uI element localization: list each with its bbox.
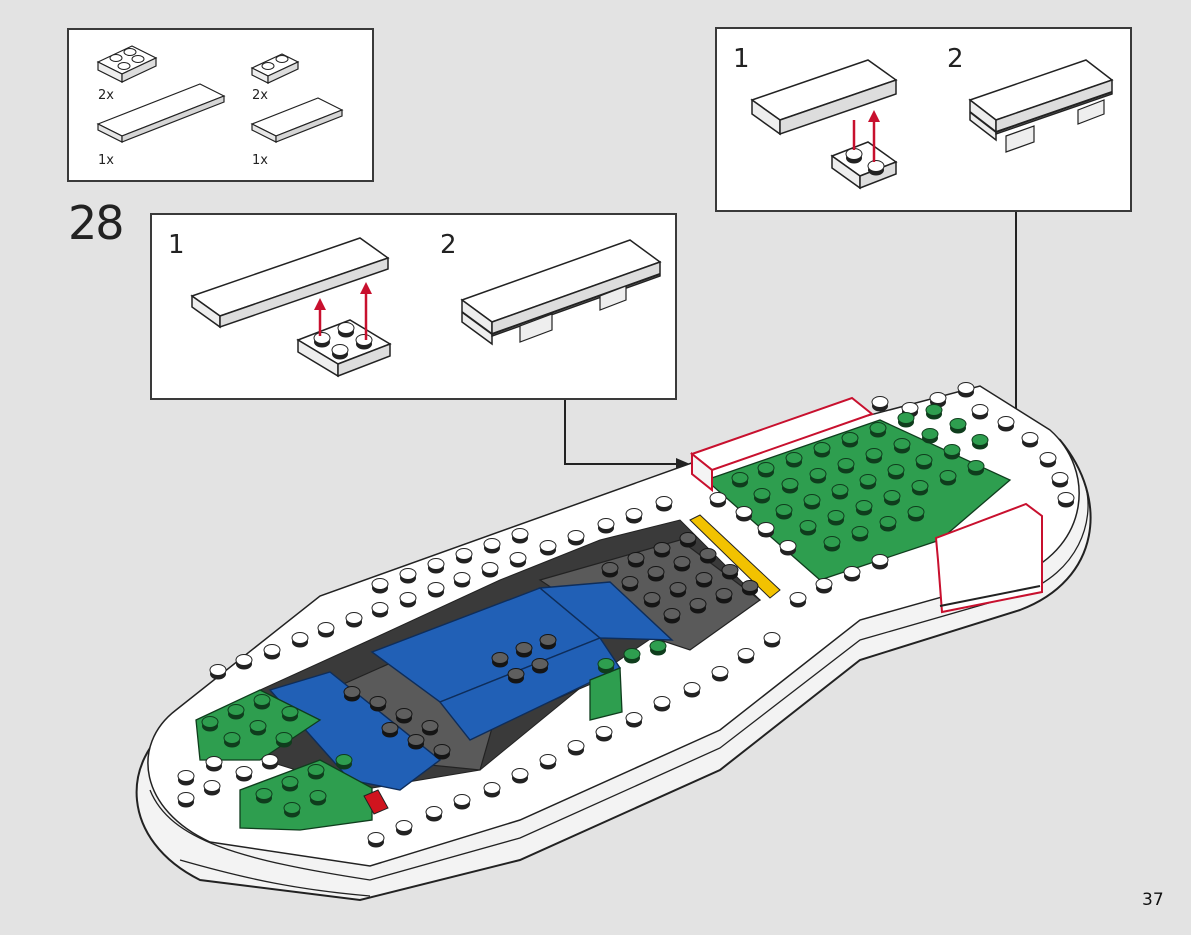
main-model-sole: [137, 383, 1091, 901]
part-tile-2x4-drawing: [252, 98, 342, 142]
callout-right-step1-drawing: [752, 60, 896, 188]
callout-left-step2-drawing: [462, 240, 660, 344]
part-plate-1x2-drawing: [252, 54, 298, 83]
callout-right-step2-drawing: [970, 60, 1112, 152]
part-tile-2x6-drawing: [98, 84, 224, 142]
part-plate-2x2-drawing: [98, 46, 156, 82]
callout-left-step1-drawing: [192, 238, 390, 376]
